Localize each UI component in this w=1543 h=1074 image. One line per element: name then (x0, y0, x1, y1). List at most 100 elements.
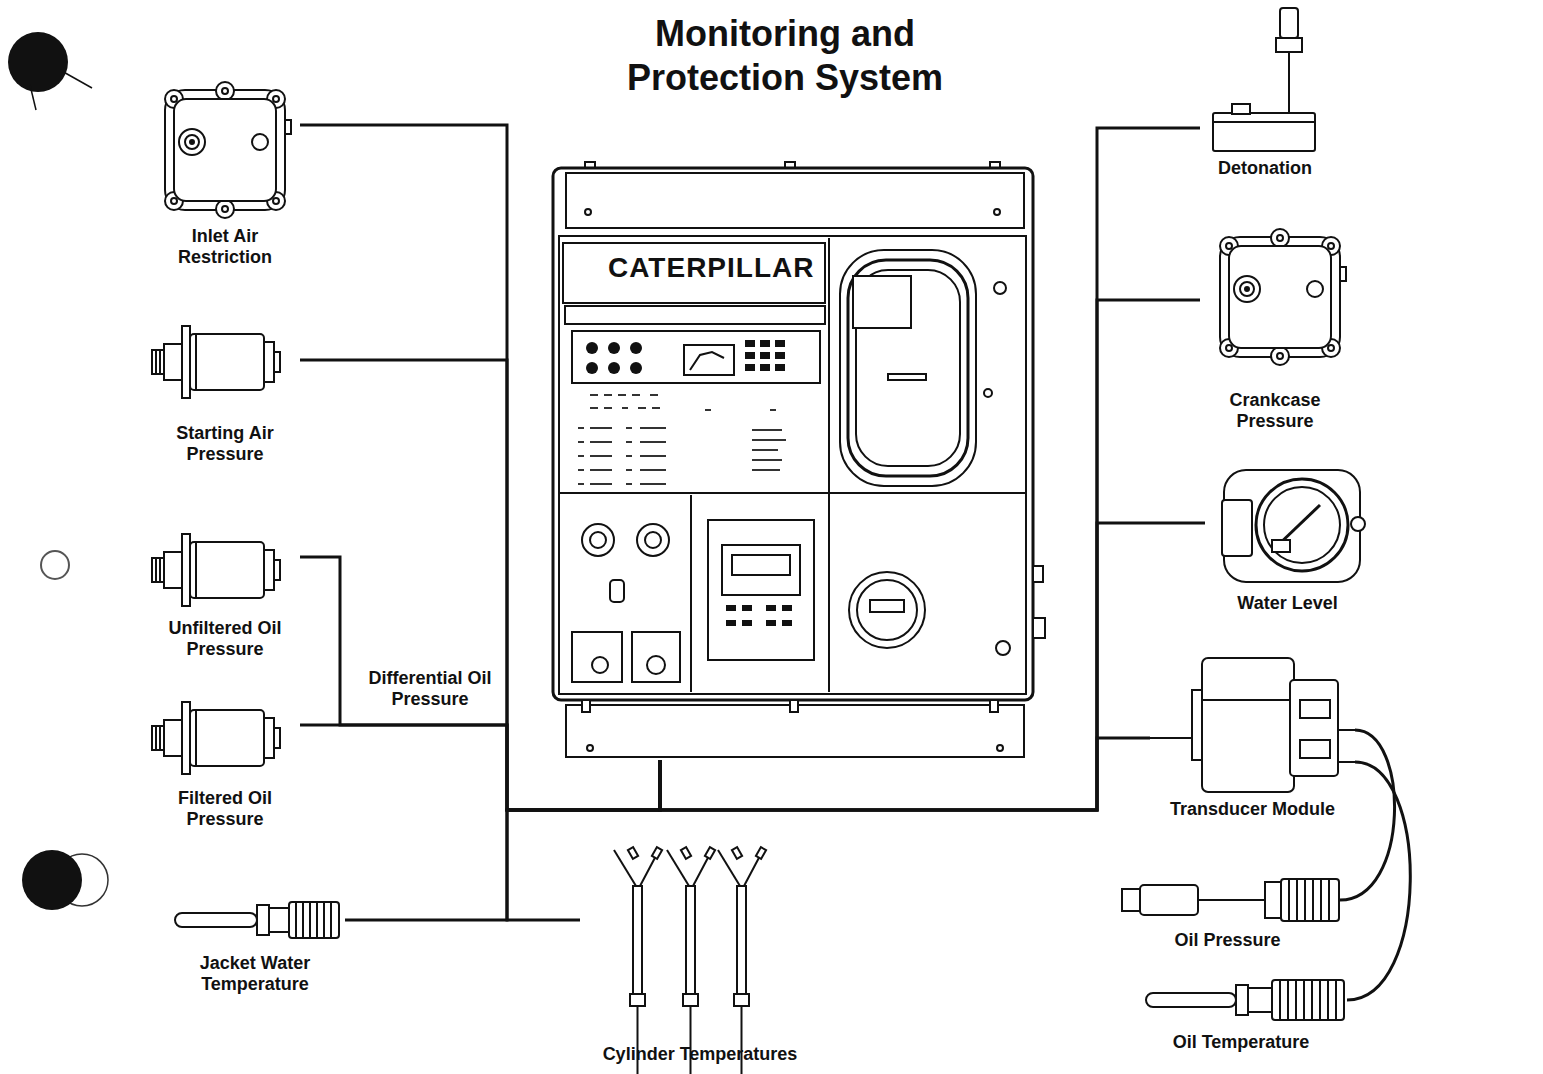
sensor-label: Oil Temperature (1173, 1032, 1310, 1053)
control-panel-drawing (766, 620, 776, 626)
brand-name: CATERPILLAR (608, 252, 814, 284)
control-panel-drawing (705, 410, 786, 470)
control-panel-drawing (994, 282, 1006, 294)
water-level-gauge (1222, 470, 1365, 582)
control-panel-drawing (742, 620, 752, 626)
control-panel-drawing (726, 620, 736, 626)
detonation-sensor (1276, 38, 1302, 52)
control-panel-drawing (775, 364, 785, 371)
sensor-label: Detonation (1218, 158, 1312, 179)
wire-connector (300, 557, 660, 810)
control-panel-drawing (782, 620, 792, 626)
control-panel-drawing (857, 580, 917, 640)
sensor-label: Water Level (1237, 593, 1337, 614)
control-panel-drawing (732, 555, 790, 575)
control-panel-drawing (790, 700, 798, 712)
control-panel-drawing (553, 168, 1033, 700)
temperature-probe (175, 902, 339, 938)
edge-label-holder: Differential Oil Pressure (355, 668, 505, 709)
oil-pressure-sender (1122, 879, 1339, 921)
detonation-sensor (1232, 104, 1250, 114)
sensor-node: Transducer Module (1150, 652, 1355, 828)
control-panel-drawing (997, 745, 1003, 751)
oil-pressure-sender (1198, 899, 1265, 901)
control-panel-drawing (630, 362, 642, 374)
control-panel-drawing (690, 495, 692, 692)
crankcase-housing (1220, 229, 1346, 365)
control-panel-drawing (565, 306, 825, 324)
sensor-label: Unfiltered Oil Pressure (155, 618, 295, 659)
wire-connector (300, 725, 660, 810)
control-panel-drawing (587, 745, 593, 751)
control-panel-drawing (608, 342, 620, 354)
wire-connector (660, 128, 1200, 810)
wire-connector (345, 760, 660, 920)
title-holder: Monitoring and Protection System (585, 12, 985, 100)
sensor-label: Transducer Module (1170, 799, 1335, 820)
control-panel-drawing (586, 340, 785, 374)
punch-holes (22, 850, 82, 910)
pressure-switch (152, 326, 280, 398)
control-panel-drawing (582, 700, 590, 712)
sensor-label: Cylinder Temperatures (603, 1044, 798, 1065)
oil-pressure-sender (1289, 879, 1329, 921)
water-level-gauge (1264, 487, 1340, 563)
control-panel-drawing (996, 641, 1010, 655)
punch-holes (8, 32, 68, 92)
oil-pressure-sender (1281, 879, 1339, 921)
transducer-module-drawing (1300, 700, 1330, 718)
wire-connector (660, 738, 1150, 810)
punch-holes (8, 32, 108, 910)
sensor-label: Jacket Water Temperature (180, 953, 330, 994)
control-panel-drawing (760, 352, 770, 359)
punch-holes (30, 85, 36, 110)
control-panel-drawing (760, 340, 770, 347)
control-panel-drawing (994, 209, 1000, 215)
transducer-module-drawing (1338, 761, 1356, 763)
control-panel-drawing (853, 276, 911, 328)
control-panel-drawing (775, 340, 785, 347)
control-panel-drawing (572, 632, 622, 682)
transducer-module-drawing (1150, 658, 1356, 792)
control-panel-drawing (984, 389, 992, 397)
transducer-module-drawing (1150, 737, 1192, 739)
detonation-sensor (1213, 121, 1315, 123)
control-panel-drawing (870, 600, 904, 612)
transducer-module-drawing (1300, 740, 1330, 758)
punch-holes (41, 551, 69, 579)
control-panel-drawing (578, 395, 786, 484)
wire-connector (300, 360, 660, 810)
sensor-node: Oil Pressure (1115, 875, 1340, 960)
oil-pressure-sender (1140, 885, 1198, 915)
control-panel-drawing (586, 342, 598, 354)
control-panel-drawing (1033, 618, 1045, 638)
control-panel-drawing (722, 545, 800, 595)
temperature-probe (289, 902, 339, 938)
sensor-node: Unfiltered Oil Pressure (150, 528, 300, 668)
water-level-gauge (1256, 479, 1348, 571)
sensor-node: Starting Air Pressure (150, 330, 300, 472)
control-panel-drawing (745, 364, 755, 371)
sensor-node: Detonation (1200, 5, 1330, 185)
temperature-probe (175, 913, 257, 927)
temperature-probe (296, 902, 331, 938)
transducer-module-drawing (1290, 680, 1338, 776)
wire-connector (1340, 730, 1395, 900)
control-panel-drawing (590, 532, 606, 548)
sensor-label: Oil Pressure (1174, 930, 1280, 951)
wire-connector (300, 125, 660, 810)
control-panel-drawing (559, 492, 1026, 494)
control-panel-drawing (563, 243, 825, 303)
control-panel-drawing (828, 238, 830, 692)
control-panel-drawing (742, 605, 752, 611)
pressure-switch (152, 534, 280, 606)
control-panel-drawing (782, 605, 792, 611)
control-panel-drawing (775, 352, 785, 359)
temperature-probe (257, 905, 269, 935)
oil-temperature-sender (1248, 988, 1272, 1012)
control-panel-drawing (849, 572, 925, 648)
sensor-node: Water Level (1205, 462, 1370, 620)
control-panel-drawing (726, 605, 736, 611)
sensor-node: Inlet Air Restriction (150, 80, 300, 275)
